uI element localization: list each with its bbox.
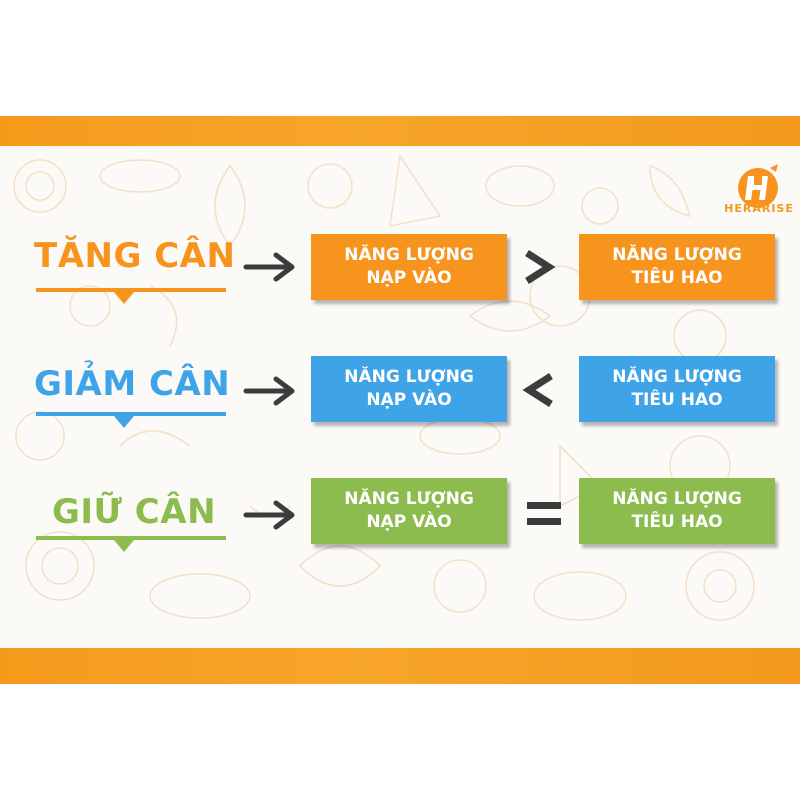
right-arrow-icon	[243, 252, 295, 282]
row-underline	[36, 288, 226, 292]
row-pointer	[114, 416, 134, 428]
brand-name: HERARISE	[724, 202, 794, 215]
expended-energy-box: NĂNG LƯỢNG TIÊU HAO	[579, 478, 775, 544]
row-label-weight-gain: TĂNG CÂN	[34, 236, 236, 276]
intake-energy-box: NĂNG LƯỢNG NẠP VÀO	[311, 356, 507, 422]
row-underline	[36, 412, 226, 416]
top-orange-band	[0, 116, 800, 146]
right-arrow-icon	[243, 500, 295, 530]
box-line-1: NĂNG LƯỢNG	[612, 367, 742, 387]
box-line-1: NĂNG LƯỢNG	[612, 245, 742, 265]
herarise-h-logo-icon	[738, 164, 778, 208]
box-line-1: NĂNG LƯỢNG	[612, 489, 742, 509]
bottom-orange-band	[0, 648, 800, 684]
row-label-weight-maintain: GIỮ CÂN	[52, 492, 217, 532]
box-line-1: NĂNG LƯỢNG	[344, 489, 474, 509]
row-underline	[36, 536, 226, 540]
row-pointer	[114, 292, 134, 304]
expended-energy-box: NĂNG LƯỢNG TIÊU HAO	[579, 356, 775, 422]
intake-energy-box: NĂNG LƯỢNG NẠP VÀO	[311, 478, 507, 544]
box-line-2: NẠP VÀO	[366, 268, 452, 288]
row-pointer	[114, 540, 134, 552]
box-line-2: TIÊU HAO	[631, 512, 723, 532]
box-line-2: TIÊU HAO	[631, 390, 723, 410]
greater-than-icon	[525, 250, 556, 284]
box-line-2: NẠP VÀO	[366, 512, 452, 532]
box-line-1: NĂNG LƯỢNG	[344, 367, 474, 387]
box-line-2: TIÊU HAO	[631, 268, 723, 288]
infographic-card: HERARISE TĂNG CÂN NĂNG LƯỢNG NẠP VÀO NĂN…	[0, 116, 800, 684]
less-than-icon	[522, 373, 553, 407]
box-line-1: NĂNG LƯỢNG	[344, 245, 474, 265]
equals-icon	[527, 502, 561, 525]
row-label-weight-loss: GIẢM CÂN	[34, 364, 231, 404]
intake-energy-box: NĂNG LƯỢNG NẠP VÀO	[311, 234, 507, 300]
right-arrow-icon	[243, 376, 295, 406]
expended-energy-box: NĂNG LƯỢNG TIÊU HAO	[579, 234, 775, 300]
box-line-2: NẠP VÀO	[366, 390, 452, 410]
